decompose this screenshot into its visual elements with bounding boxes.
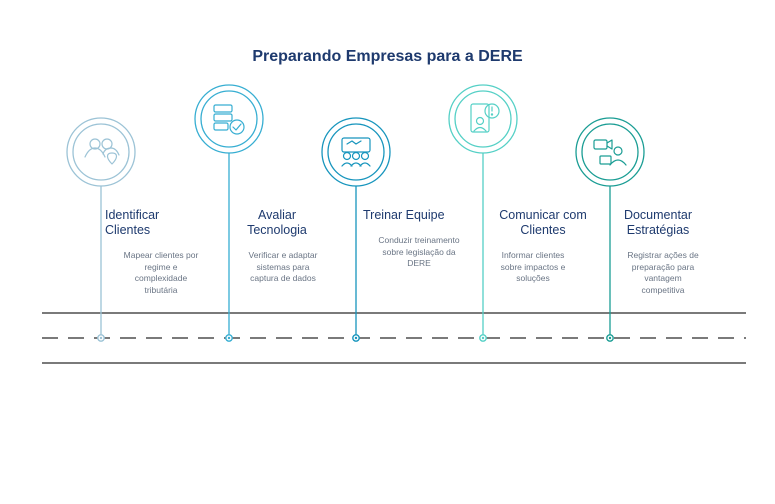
video-documentation-icon	[593, 139, 627, 166]
training-team-icon	[341, 137, 371, 167]
step-icon-outer-ring	[194, 84, 264, 154]
step-description-line: Registrar ações de	[627, 250, 699, 260]
step-title-line: Clientes	[520, 223, 566, 237]
step-road-marker-dot	[608, 336, 612, 340]
step-icon-outer-ring	[66, 117, 136, 187]
step-description-line: DERE	[407, 258, 431, 268]
step-title-line: Comunicar com	[499, 208, 587, 222]
step-road-marker-dot	[481, 336, 485, 340]
step-road-marker-dot	[99, 336, 103, 340]
step-description-line: Mapear clientes por	[123, 250, 199, 260]
step-icon-inner-ring	[200, 90, 258, 148]
step-description-line: soluções	[516, 273, 550, 283]
step-description-line: captura de dados	[250, 273, 316, 283]
step-description-line: sobre impactos e	[500, 261, 566, 272]
step-description-line: sistemas para	[256, 261, 310, 272]
page-title: Preparando Empresas para a DERE	[252, 48, 523, 65]
step-description-line: preparação para	[631, 261, 695, 272]
step-road-marker-dot	[227, 336, 231, 340]
step-description-line: competitiva	[641, 284, 685, 295]
step-icon-inner-ring	[581, 123, 639, 181]
step-description-line: complexidade	[134, 273, 188, 283]
step-icon-outer-ring	[448, 84, 518, 154]
step-description-line: regime e	[144, 261, 178, 272]
step-description-line: vantagem	[644, 273, 682, 283]
step-road-marker-dot	[354, 336, 358, 340]
step-title-line: Treinar Equipe	[363, 208, 445, 222]
step-title-line: Identificar	[105, 208, 160, 222]
notification-person-icon	[470, 103, 500, 133]
step-title-line: Avaliar	[258, 208, 296, 222]
step-title-line: Estratégias	[626, 223, 690, 237]
step-description-line: tributária	[144, 284, 178, 295]
step-icon-outer-ring	[321, 117, 391, 187]
step-title: Treinar Equipe	[363, 208, 463, 223]
step-description-line: Informar clientes	[501, 250, 565, 260]
step-description-line: Verificar e adaptar	[248, 250, 318, 260]
step-description-line: Conduzir treinamento	[378, 235, 460, 245]
step-description-line: sobre legislação da	[382, 246, 456, 257]
step-title-line: Clientes	[105, 223, 151, 237]
server-check-icon	[213, 104, 245, 135]
step-icon-inner-ring	[72, 123, 130, 181]
step-icon-outer-ring	[575, 117, 645, 187]
step-title-line: Tecnologia	[247, 223, 307, 237]
step-title-line: Documentar	[623, 208, 693, 222]
people-location-icon	[84, 138, 120, 165]
